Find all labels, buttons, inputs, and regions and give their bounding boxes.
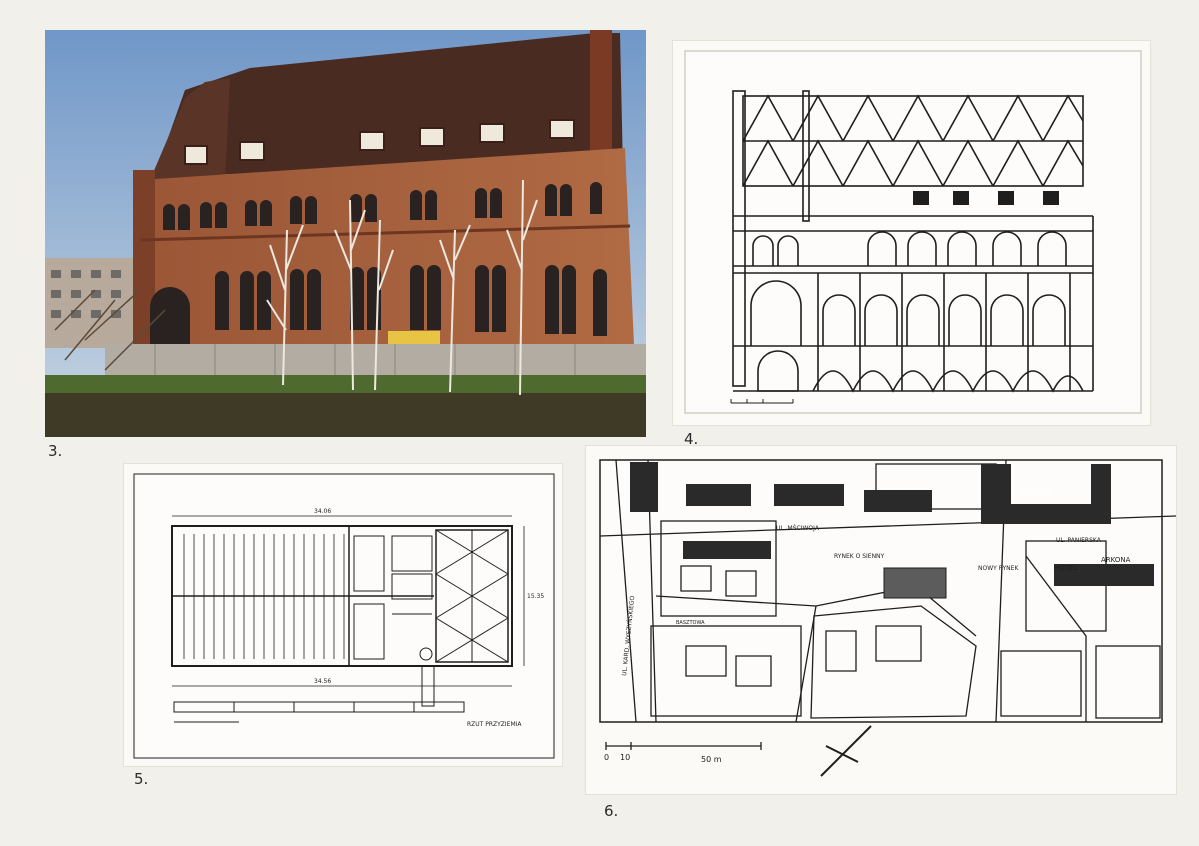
ground-plan-mount: 34.06 34.56 15.35 RZUT PRZYZIEMIA xyxy=(124,464,562,766)
ground-plan-drawing: 34.06 34.56 15.35 RZUT PRZYZIEMIA xyxy=(133,473,555,759)
site-map-mount: ZAMEK UL. MŚCIWOJA UL. PANIERSKA RYNEK O… xyxy=(586,446,1177,794)
plan-dim-top: 34.06 xyxy=(314,508,331,515)
plan-dim-bottom: 34.56 xyxy=(314,678,331,685)
plan-caption: RZUT PRZYZIEMIA xyxy=(467,721,522,728)
plan-dim-side: 15.35 xyxy=(527,593,544,600)
map-label-arkona: ARKONA xyxy=(1101,556,1131,564)
map-label-nowy-rynek: NOWY RYNEK xyxy=(978,565,1019,572)
figure-number-3: 3. xyxy=(48,442,63,460)
figure-number-4: 4. xyxy=(684,430,699,448)
figure-number-6: 6. xyxy=(604,802,619,820)
scale-label-10: 10 xyxy=(620,753,630,762)
map-label-ul-msciwoja: UL. MŚCIWOJA xyxy=(776,525,820,532)
cross-section-drawing xyxy=(684,50,1142,414)
map-label-basztowa: BASZTOWA xyxy=(676,620,705,626)
map-label-zamek: ZAMEK xyxy=(1021,489,1054,499)
section-drawing-mount xyxy=(673,41,1150,425)
building-photo xyxy=(45,30,646,437)
map-label-ul-panierska: UL. PANIERSKA xyxy=(1056,537,1102,544)
map-label-rynek-sienny: RYNEK O SIENNY xyxy=(834,553,885,560)
photo-illustration xyxy=(45,30,646,437)
scale-label-0: 0 xyxy=(604,753,609,762)
figure-number-5: 5. xyxy=(134,770,149,788)
site-map-drawing: ZAMEK UL. MŚCIWOJA UL. PANIERSKA RYNEK O… xyxy=(599,459,1177,777)
map-label-hotel: HOTEL xyxy=(1054,564,1077,572)
scale-label-50m: 50 m xyxy=(701,755,722,764)
